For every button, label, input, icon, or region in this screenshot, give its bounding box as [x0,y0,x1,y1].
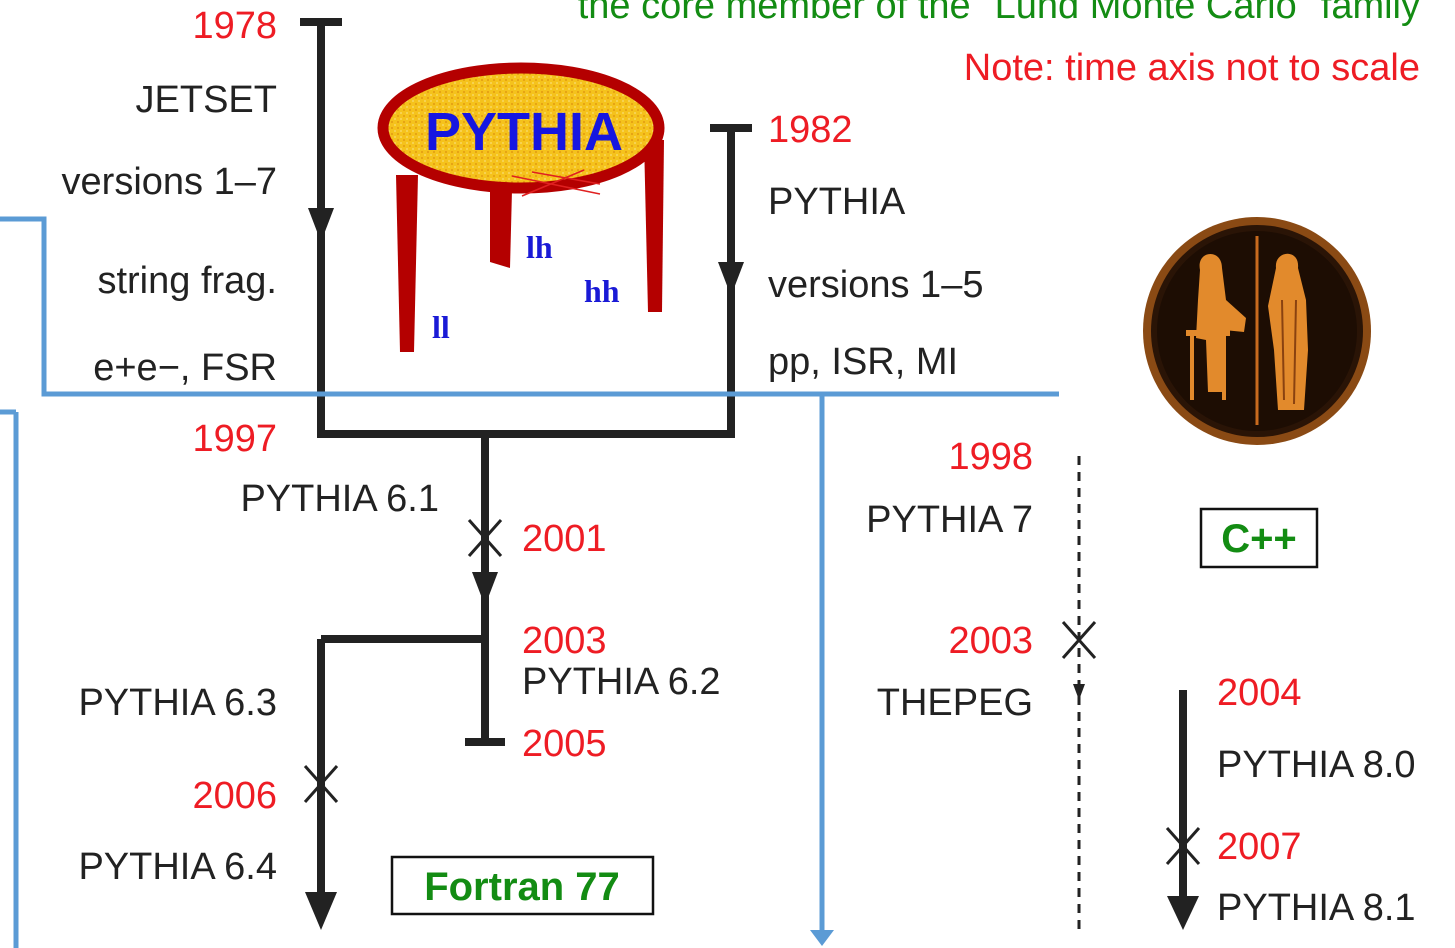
pythia8-arrow [1167,896,1199,930]
pythia-early-features: pp, ISR, MI [768,341,958,383]
pythia-early-versions: versions 1–5 [768,264,983,306]
fortran-end-arrow [305,892,337,930]
thepeg-label: THEPEG [877,682,1033,724]
leg-label-hh: hh [584,273,620,309]
table-leg-right [644,140,664,312]
overlay-arrow-head [810,930,834,946]
annotation-overlay-lines [0,219,1059,948]
leg-label-ll: ll [432,309,450,345]
pythia-64-label: PYTHIA 6.4 [78,846,277,888]
pythia-62-label: PYTHIA 6.2 [522,661,721,703]
pythia-early-name: PYTHIA [768,181,906,223]
pythia-early-year: 1982 [768,109,853,151]
pythia-table-logo: PYTHIA ll lh hh [383,68,664,352]
scale-note: Note: time axis not to scale [964,47,1420,89]
year-2004: 2004 [1217,672,1302,714]
jetset-arrow [308,208,334,242]
merge-year: 1997 [192,418,277,460]
year-2003-fortran: 2003 [522,620,607,662]
jetset-feature-string-frag: string frag. [97,260,277,302]
year-2005: 2005 [522,723,607,765]
pythia-early-arrow [718,262,744,296]
merge-arrow [472,572,498,606]
year-2006: 2006 [192,775,277,817]
fortran-77-label: Fortran 77 [424,865,620,909]
jetset-year: 1978 [192,5,277,47]
year-1998: 1998 [948,436,1033,478]
pythia-61-label: PYTHIA 6.1 [240,478,439,520]
leg-label-lh: lh [526,229,553,265]
family-caption: the core member of the "Lund Monte Carlo… [578,0,1420,27]
jetset-name: JETSET [136,79,277,121]
jetset-versions: versions 1–7 [62,161,277,203]
year-2001: 2001 [522,518,607,560]
cpp-label: C++ [1221,517,1297,561]
pythia-63-label: PYTHIA 6.3 [78,682,277,724]
year-2003-cpp: 2003 [948,620,1033,662]
logo-title: PYTHIA [425,102,623,162]
greek-medallion-image [1143,217,1371,445]
table-leg-middle [490,190,512,268]
year-2007: 2007 [1217,826,1302,868]
jetset-feature-ee-fsr: e+e−, FSR [93,347,277,389]
pythia-7-label: PYTHIA 7 [866,499,1033,541]
pythia-80-label: PYTHIA 8.0 [1217,744,1416,786]
table-leg-left [396,175,418,352]
thepeg-arrow [1073,684,1085,700]
pythia-81-label: PYTHIA 8.1 [1217,887,1416,929]
